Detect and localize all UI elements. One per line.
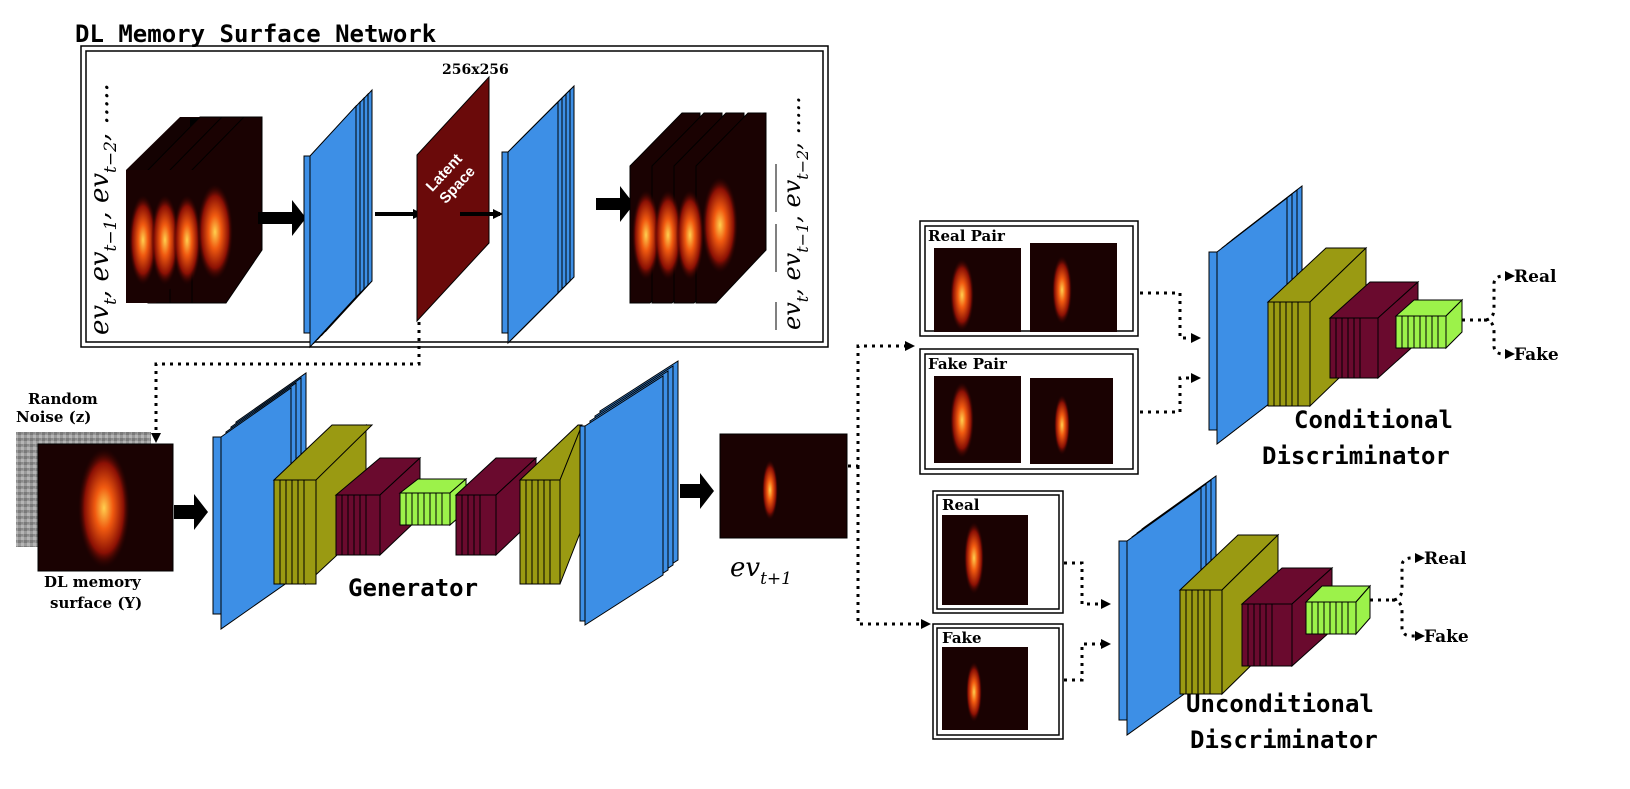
surface-label-line2: surface (Y) — [50, 594, 142, 612]
real-pair-label: Real Pair — [928, 227, 1006, 245]
output-sequence-label: evt, evt−1, evt−2, ..... — [775, 96, 812, 330]
decoder-block — [501, 84, 575, 345]
latent-size-label: 256x256 — [442, 62, 509, 78]
memory-network-panel: DL Memory Surface Network — [75, 20, 829, 348]
latent-space: 256x256 Latent Space — [416, 62, 509, 323]
dotted-connector — [1391, 598, 1425, 641]
svg-text:evt, evt−1, evt−2, .....: evt, evt−1, evt−2, ..... — [778, 96, 812, 330]
unconditional-output-real: Real — [1424, 549, 1467, 569]
fake-pair-image-b — [1030, 378, 1113, 464]
output-event-frames — [629, 112, 767, 304]
dotted-connector — [1140, 291, 1201, 343]
dotted-connector — [1462, 271, 1515, 322]
unconditional-label-line1: Unconditional — [1186, 690, 1374, 718]
dotted-connector — [848, 341, 915, 468]
real-pair-panel: Real Pair — [919, 220, 1139, 337]
dotted-connector — [1370, 553, 1425, 602]
arrow-thick — [174, 494, 208, 530]
dotted-connector — [1483, 318, 1515, 359]
generator-network: Generator — [212, 360, 679, 630]
conditional-label-line2: Discriminator — [1262, 442, 1450, 470]
generator-output: evt+1 — [719, 433, 848, 589]
fake-pair-label: Fake Pair — [928, 355, 1008, 373]
svg-text:evt, evt−1, evt−2, .....: evt, evt−1, evt−2, ..... — [85, 83, 121, 335]
input-sequence-label: evt, evt−1, evt−2, ..... — [85, 83, 121, 335]
real-pair-image-b — [1030, 243, 1117, 332]
input-event-frames — [126, 116, 263, 304]
fake-sample-label: Fake — [942, 629, 982, 647]
unconditional-discriminator-network: Unconditional Discriminator — [1118, 475, 1378, 754]
memory-network-title: DL Memory Surface Network — [75, 20, 437, 48]
surface-label-line1: DL memory — [44, 573, 142, 591]
dotted-connector — [856, 466, 931, 629]
arrow-thick — [680, 473, 714, 509]
fake-sample-panel: Fake — [932, 623, 1064, 740]
conditional-output-real: Real — [1514, 267, 1557, 287]
dotted-connector — [1064, 639, 1111, 682]
real-sample-image — [942, 515, 1028, 605]
real-pair-image-a — [934, 248, 1021, 332]
conditional-discriminator-network: Conditional Discriminator — [1208, 184, 1464, 470]
generator-label: Generator — [348, 574, 478, 602]
unconditional-label-line2: Discriminator — [1190, 726, 1378, 754]
unconditional-output-fake: Fake — [1424, 627, 1469, 647]
noise-label-line1: Random — [28, 390, 98, 408]
conditional-output-fake: Fake — [1514, 345, 1559, 365]
arrow-thick — [258, 200, 306, 236]
fake-pair-panel: Fake Pair — [919, 348, 1139, 475]
fake-sample-image — [942, 647, 1028, 730]
generator-input: Random Noise (z) DL memory surface (Y) — [16, 390, 174, 612]
arrow-thick — [596, 186, 634, 222]
conditional-label-line1: Conditional — [1294, 406, 1453, 434]
fake-pair-image-a — [934, 376, 1021, 463]
noise-label-line2: Noise (z) — [16, 408, 91, 426]
dotted-connector — [1064, 561, 1111, 609]
encoder-block — [303, 88, 373, 349]
dotted-connector — [1140, 373, 1201, 414]
generated-frame-label: evt+1 — [730, 553, 792, 589]
generated-frame — [719, 433, 848, 539]
real-sample-panel: Real — [932, 490, 1064, 614]
real-sample-label: Real — [942, 496, 980, 514]
